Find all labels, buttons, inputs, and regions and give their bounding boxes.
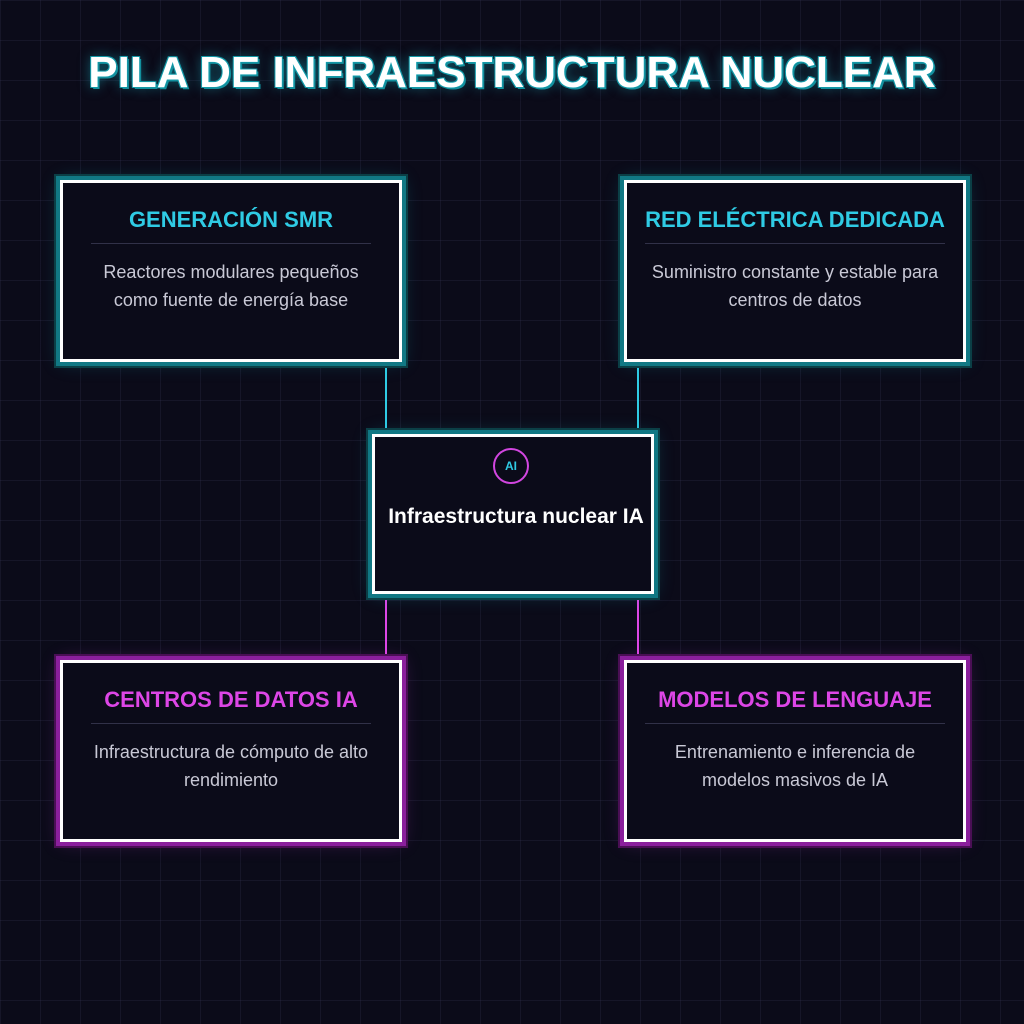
node-description: Infraestructura de cómputo de alto rendi… [93,742,369,790]
node-description: Entrenamiento e inferencia de modelos ma… [674,742,916,790]
node-ai-datacenters: CENTROS DE DATOS IA Infraestructura de c… [60,660,402,842]
ai-badge-icon: AI [493,448,529,484]
diagram-title: PILA DE INFRAESTRUCTURA NUCLEAR [88,48,936,97]
node-dedicated-grid: RED ELÉCTRICA DEDICADA Suministro consta… [624,180,966,362]
node-title: CENTROS DE DATOS IA [91,687,371,724]
node-smr-generation: GENERACIÓN SMR Reactores modulares peque… [60,180,402,362]
node-title: MODELOS DE LENGUAJE [645,687,945,724]
node-title: GENERACIÓN SMR [91,207,371,244]
node-description: Reactores modulares pequeños como fuente… [103,262,359,310]
node-title: RED ELÉCTRICA DEDICADA [645,207,945,244]
hub-label: Infraestructura nuclear IA [388,505,644,528]
node-description: Suministro constante y estable para cent… [651,262,939,310]
node-language-models: MODELOS DE LENGUAJE Entrenamiento e infe… [624,660,966,842]
node-hub-ai-infrastructure: AI Infraestructura nuclear IA [372,434,654,594]
